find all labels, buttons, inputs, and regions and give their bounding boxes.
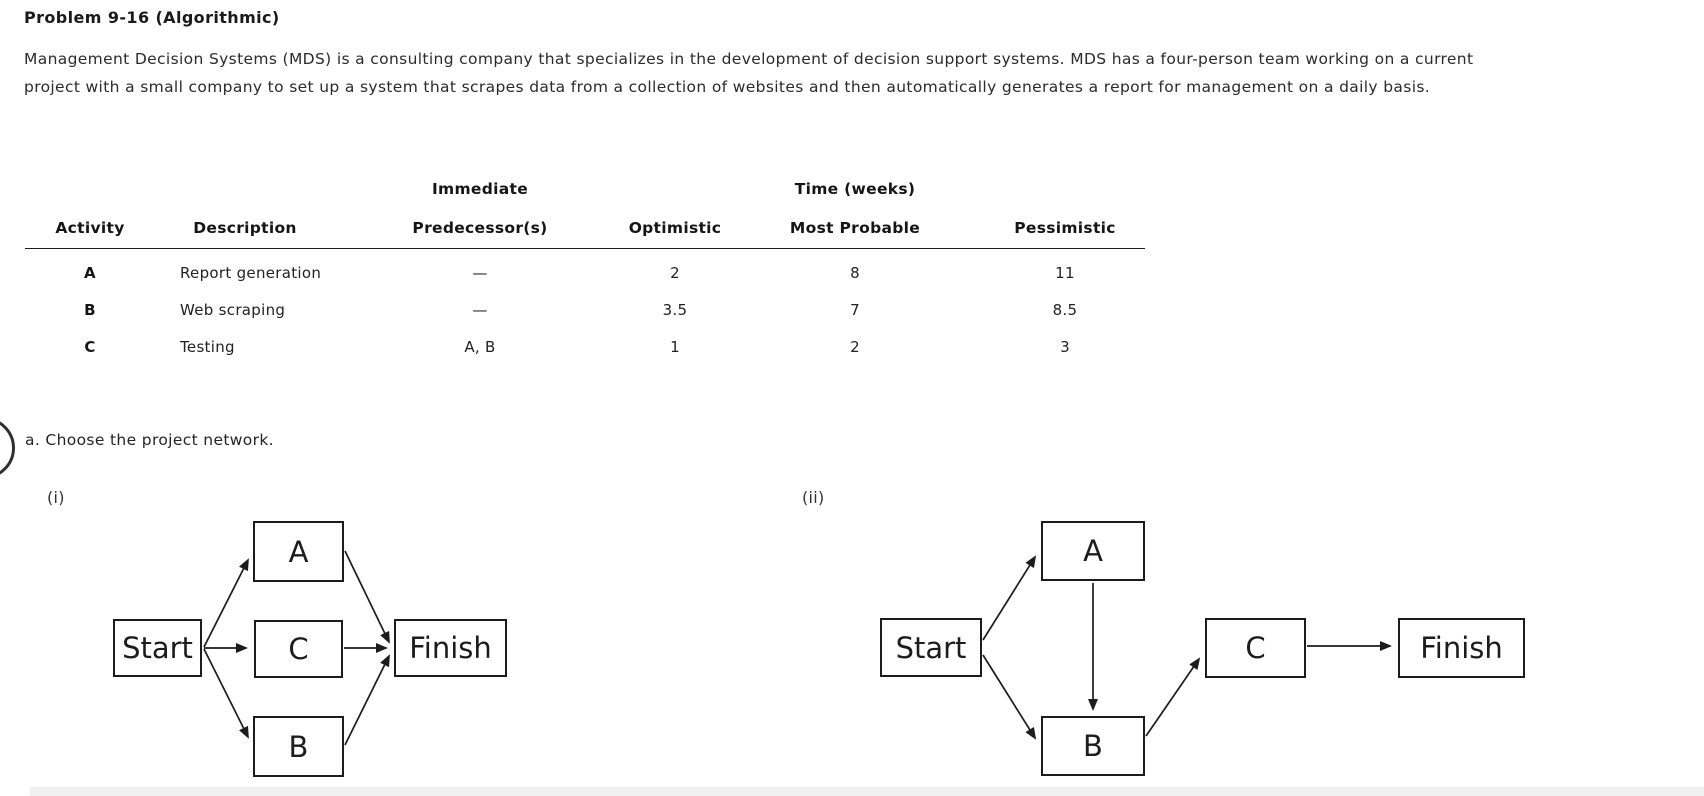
cell-optimistic: 3.5 (662, 300, 688, 319)
col-header-pessimistic: Pessimistic (985, 208, 1145, 249)
problem-description-line1: Management Decision Systems (MDS) is a c… (24, 50, 1474, 68)
cell-pessimistic: 3 (1060, 337, 1070, 356)
network-ii-label: (ii) (802, 488, 825, 507)
cell-predecessors: A, B (464, 337, 496, 356)
edge-ii-start-a (982, 555, 1037, 641)
edge-i-b-finish (344, 654, 390, 746)
network-ii-node-start: Start (880, 618, 982, 677)
edge-i-a-finish (344, 550, 390, 644)
col-header-predecessors: Predecessor(s) (335, 208, 625, 249)
col-header-activity: Activity (25, 208, 155, 249)
table-row: B Web scraping — 3.5 7 8.5 (25, 291, 1145, 328)
network-i-node-finish: Finish (394, 619, 507, 677)
cell-description: Testing (180, 337, 235, 356)
table-group-header-row: Immediate Time (weeks) (25, 170, 1145, 208)
problem-description-line2: project with a small company to set up a… (24, 78, 1431, 96)
network-i-node-start: Start (113, 619, 202, 677)
cell-activity: A (84, 263, 96, 282)
col-header-most-probable: Most Probable (725, 208, 985, 249)
page-title: Problem 9-16 (Algorithmic) (24, 8, 280, 27)
cell-optimistic: 1 (670, 337, 680, 356)
question-a-label: a. Choose the project network. (25, 431, 274, 449)
table-row: C Testing A, B 1 2 3 (25, 328, 1145, 365)
cell-description: Report generation (180, 263, 322, 282)
activity-table: Immediate Time (weeks) Activity Descript… (25, 170, 1145, 365)
network-i-node-b: B (253, 716, 344, 777)
network-i-node-a: A (253, 521, 344, 582)
cell-optimistic: 2 (670, 263, 680, 282)
col-header-optimistic: Optimistic (625, 208, 725, 249)
group-header-immediate: Immediate (431, 180, 529, 198)
cell-activity: B (84, 300, 96, 319)
network-i-node-c: C (254, 620, 343, 678)
cell-predecessors: — (472, 263, 488, 282)
edge-i-start-a (203, 558, 249, 648)
cell-predecessors: — (472, 300, 488, 319)
edge-i-start-b (203, 648, 249, 739)
bottom-scroll-track (30, 787, 1704, 796)
network-i-label: (i) (47, 488, 65, 507)
group-header-time-weeks: Time (weeks) (794, 180, 916, 198)
network-ii-node-b: B (1041, 716, 1145, 776)
cell-most-probable: 7 (850, 300, 860, 319)
cell-most-probable: 8 (850, 263, 860, 282)
network-ii-node-finish: Finish (1398, 618, 1525, 678)
edge-ii-start-b (982, 654, 1037, 740)
col-header-description: Description (155, 208, 335, 249)
table-row: A Report generation — 2 8 11 (25, 249, 1145, 292)
network-ii-node-a: A (1041, 521, 1145, 581)
cell-pessimistic: 11 (1055, 263, 1075, 282)
cell-most-probable: 2 (850, 337, 860, 356)
cell-activity: C (84, 337, 96, 356)
cell-pessimistic: 8.5 (1052, 300, 1078, 319)
cell-description: Web scraping (180, 300, 286, 319)
edge-ii-b-c (1145, 657, 1201, 737)
table-column-header-row: Activity Description Predecessor(s) Opti… (25, 208, 1145, 249)
network-ii-node-c: C (1205, 618, 1306, 678)
